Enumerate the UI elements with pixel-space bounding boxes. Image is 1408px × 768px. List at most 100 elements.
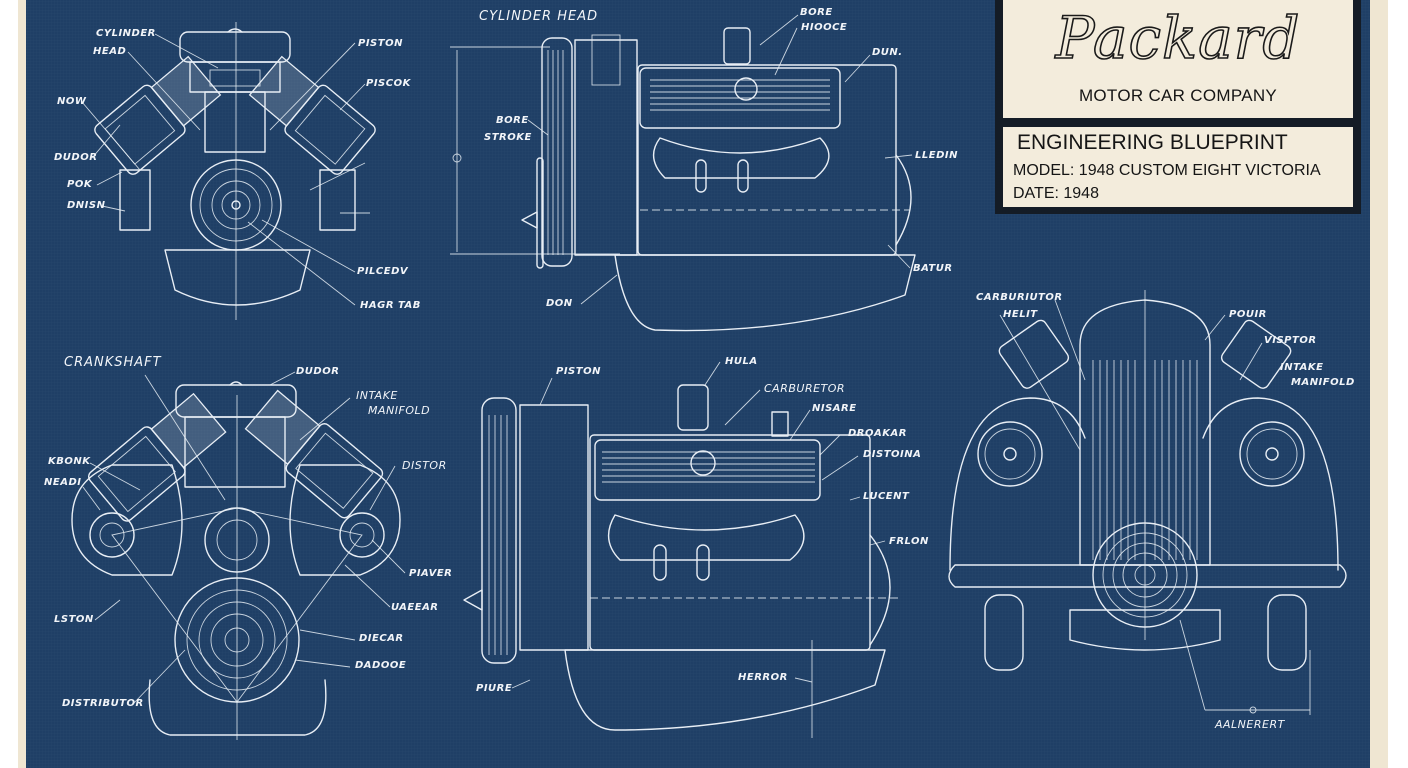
- label-piston-2: PISTON: [556, 366, 601, 377]
- left-cylinder-bank: [94, 55, 222, 175]
- engine-block-2: [589, 434, 871, 651]
- oil-pan-side-2: [564, 649, 886, 731]
- oil-pan-2: [148, 679, 327, 736]
- label-dun: DUN.: [872, 47, 903, 58]
- blueprint-heading: ENGINEERING BLUEPRINT: [1017, 131, 1288, 154]
- front-cover-2: [519, 404, 589, 651]
- oil-filler: [723, 27, 751, 65]
- model-line: MODEL: 1948 CUSTOM EIGHT VICTORIA: [1013, 162, 1321, 179]
- label-dnisn: DNISN: [67, 200, 106, 211]
- label-crankshaft: CRANKSHAFT: [64, 355, 162, 370]
- right-timing-cover: [289, 464, 401, 576]
- right-tire: [1267, 594, 1307, 671]
- label-uaeear: UAEEAR: [391, 602, 439, 613]
- label-intake-2: INTAKE: [1280, 362, 1324, 373]
- right-cylinder-bank-2: [244, 389, 384, 519]
- label-distributor: DISTRIBUTOR: [62, 698, 144, 709]
- front-v-engine-top-drawing: [81, 22, 376, 320]
- radiator-2: [481, 397, 517, 664]
- flywheel-housing: [895, 154, 912, 246]
- label-piscok: PISCOK: [366, 78, 411, 89]
- label-carburiutor: CARBURIUTOR: [976, 292, 1063, 303]
- exhaust-manifold-2: [607, 514, 805, 561]
- label-pok: POK: [67, 179, 93, 190]
- carb-detail: [209, 69, 261, 87]
- label-distoina: DISTOINA: [863, 449, 922, 460]
- label-kbonk: KBONK: [48, 456, 91, 467]
- label-hula: HULA: [725, 356, 758, 367]
- label-dadooe: DADOOE: [355, 660, 407, 671]
- front-v-engine-bottom-drawing: [71, 371, 406, 740]
- center-pulley: [1092, 522, 1198, 628]
- label-dudor-2: DUDOR: [296, 366, 340, 377]
- front-cover: [574, 39, 638, 256]
- label-piure: PIURE: [476, 683, 513, 694]
- radiator: [541, 37, 573, 267]
- label-bore: BORE: [496, 115, 529, 126]
- fan-hub: [521, 211, 538, 229]
- label-manifold: MANIFOLD: [368, 404, 431, 417]
- label-carburetor: CARBURETOR: [764, 382, 846, 395]
- radiator-grille-shell: [1079, 299, 1211, 566]
- label-lucent: LUCENT: [863, 491, 910, 502]
- label-visptor: VISPTOR: [1264, 335, 1317, 346]
- exhaust-manifold: [652, 137, 830, 179]
- label-cylinder: CYLINDER: [96, 28, 156, 39]
- label-manifold-2: MANIFOLD: [1291, 377, 1355, 388]
- flywheel-housing-2: [869, 534, 891, 646]
- label-now: NOW: [57, 96, 87, 107]
- side-view-bottom-drawing: [463, 361, 900, 738]
- label-lledin: LLEDIN: [915, 150, 958, 161]
- side-view-top-drawing: [450, 14, 916, 332]
- left-timing-cover: [71, 464, 183, 576]
- company-name: MOTOR CAR COMPANY: [1078, 86, 1278, 105]
- engine-block: [637, 64, 897, 256]
- left-accessory: [119, 169, 151, 231]
- right-headlight: [1239, 421, 1305, 487]
- right-cylinder-bank: [248, 55, 376, 175]
- label-frlon: FRLON: [889, 536, 929, 547]
- label-aalnerert: AALNERERT: [1215, 718, 1285, 731]
- label-hagr-tab: HAGR TAB: [360, 300, 421, 311]
- brand-panel: Packard MOTOR CAR COMPANY: [1003, 0, 1353, 118]
- packard-logo: Packard: [1055, 3, 1301, 73]
- center-block: [204, 91, 266, 153]
- right-accessory: [319, 169, 356, 231]
- label-droakar: DROAKAR: [848, 428, 907, 439]
- left-tire: [984, 594, 1024, 671]
- label-pouir: POUIR: [1229, 309, 1267, 320]
- label-piaver: PIAVER: [409, 568, 453, 579]
- oil-pan: [164, 249, 311, 306]
- label-helit: HELIT: [1003, 309, 1038, 320]
- label-batur: BATUR: [913, 263, 953, 274]
- label-pilcedv: PILCEDV: [357, 266, 409, 277]
- carburetor-top: [677, 384, 709, 431]
- oil-pan-front: [1069, 609, 1221, 651]
- label-head: HEAD: [93, 46, 127, 57]
- label-piston: PISTON: [358, 38, 403, 49]
- oil-pan-side: [614, 254, 916, 332]
- label-stroke: STROKE: [484, 132, 532, 143]
- label-lston: LSTON: [54, 614, 94, 625]
- info-panel: ENGINEERING BLUEPRINT MODEL: 1948 CUSTOM…: [1003, 127, 1353, 207]
- front-bumper: [948, 564, 1347, 588]
- air-cleaner-shape: [179, 31, 291, 63]
- left-fender: [949, 397, 1086, 571]
- label-intake: INTAKE: [356, 389, 398, 402]
- label-hiooce: HIOOCE: [801, 22, 848, 33]
- right-fender: [1202, 397, 1339, 571]
- car-front-view-drawing: [948, 290, 1347, 715]
- label-nisare: NISARE: [812, 403, 857, 414]
- date-line: DATE: 1948: [1013, 185, 1099, 202]
- valve-cover: [639, 67, 841, 129]
- air-cleaner-knob: [227, 28, 243, 33]
- left-headlight: [977, 421, 1043, 487]
- label-don: DON: [546, 298, 573, 309]
- fan-hub-2: [463, 589, 483, 611]
- left-cylinder-bank-2: [87, 392, 227, 522]
- valve-cover-2: [594, 439, 821, 501]
- label-herror: HERROR: [738, 672, 788, 683]
- label-diecar: DIECAR: [359, 633, 404, 644]
- label-neadi: NEADI: [44, 477, 82, 488]
